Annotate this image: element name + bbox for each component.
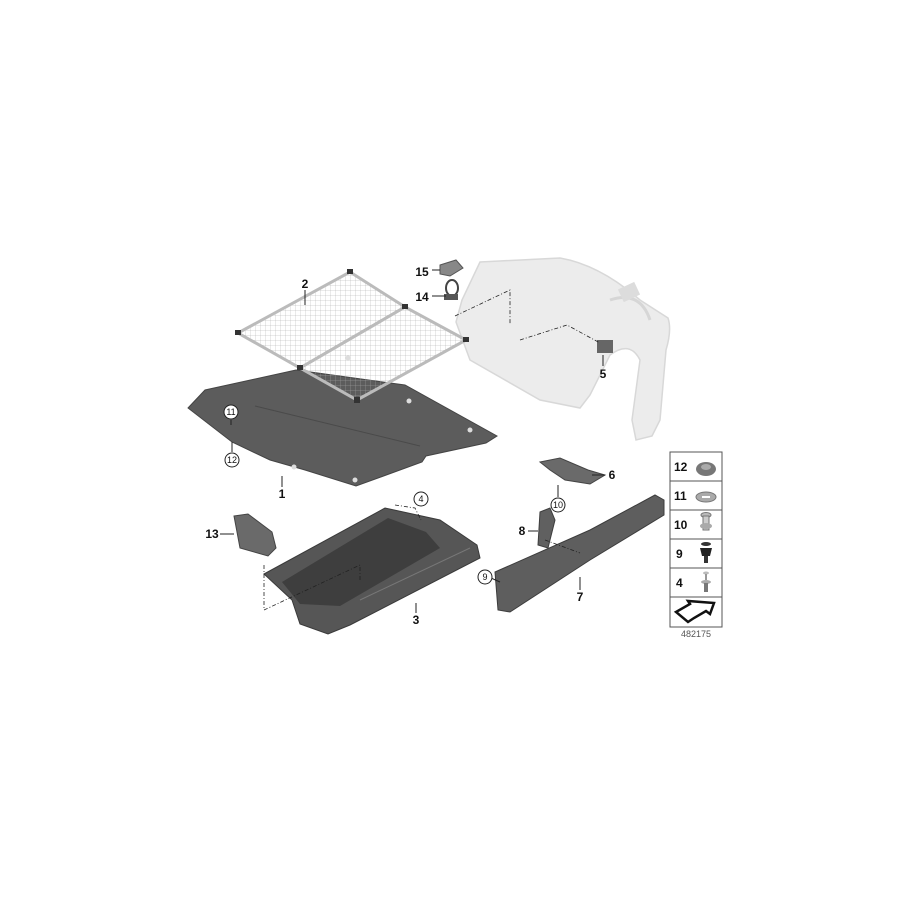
callout-10: 10 bbox=[553, 500, 563, 510]
legend-label-12: 12 bbox=[674, 460, 688, 474]
clip-nut-icon bbox=[696, 462, 716, 476]
part-7-shape bbox=[494, 494, 665, 613]
callout-2: 2 bbox=[302, 277, 309, 291]
part-6-shape bbox=[538, 457, 607, 485]
push-rivet-icon bbox=[700, 542, 712, 563]
callout-1: 1 bbox=[279, 487, 286, 501]
callout-4: 4 bbox=[418, 494, 423, 504]
screw-icon bbox=[701, 571, 711, 592]
legend-label-11: 11 bbox=[674, 489, 687, 503]
legend-label-4: 4 bbox=[676, 576, 683, 590]
part-5-shape bbox=[597, 340, 613, 353]
callout-12: 12 bbox=[227, 455, 237, 465]
storage-tray bbox=[263, 507, 481, 635]
part-14-shape bbox=[444, 279, 459, 300]
callout-9: 9 bbox=[482, 572, 487, 582]
callout-8: 8 bbox=[519, 524, 526, 538]
callout-13: 13 bbox=[205, 527, 219, 541]
part-13-shape bbox=[233, 513, 277, 557]
expanding-rivet-icon bbox=[700, 512, 712, 531]
arrow-icon bbox=[673, 599, 716, 624]
part-15-shape bbox=[439, 259, 464, 277]
part-8-shape bbox=[537, 507, 556, 549]
callout-6: 6 bbox=[609, 468, 616, 482]
callout-7: 7 bbox=[577, 590, 584, 604]
callout-3: 3 bbox=[413, 613, 420, 627]
callout-5: 5 bbox=[600, 367, 607, 381]
callout-15: 15 bbox=[415, 265, 429, 279]
legend-label-10: 10 bbox=[674, 518, 688, 532]
legend-label-9: 9 bbox=[676, 547, 683, 561]
fastener-legend: 12 11 10 9 4 bbox=[669, 451, 723, 628]
callout-11: 11 bbox=[226, 407, 235, 417]
speed-nut-icon bbox=[695, 491, 717, 503]
side-trim-panel-ghost bbox=[455, 257, 671, 441]
luggage-net bbox=[234, 269, 470, 403]
reference-number: 482175 bbox=[681, 629, 711, 639]
callout-14: 14 bbox=[415, 290, 429, 304]
